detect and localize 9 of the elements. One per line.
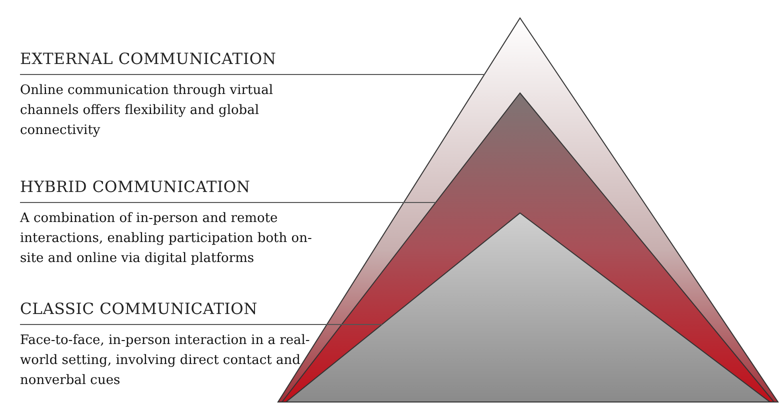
description: A combination of in-person and remote interactions, enabling participation both on-site and online via digital platforms <box>20 210 313 268</box>
leader-line <box>354 202 436 203</box>
leader-line <box>354 324 382 325</box>
leader-line <box>354 74 485 75</box>
heading: HYBRID COMMUNICATION <box>20 178 355 203</box>
description: Face-to-face, in-person interaction in a real-world setting, involving direct contact and nonverbal cues <box>20 332 311 390</box>
heading: CLASSIC COMMUNICATION <box>20 300 355 325</box>
description: Online communication through virtual channels offers flexibility and global connectivity <box>20 82 274 140</box>
heading: EXTERNAL COMMUNICATION <box>20 50 355 75</box>
